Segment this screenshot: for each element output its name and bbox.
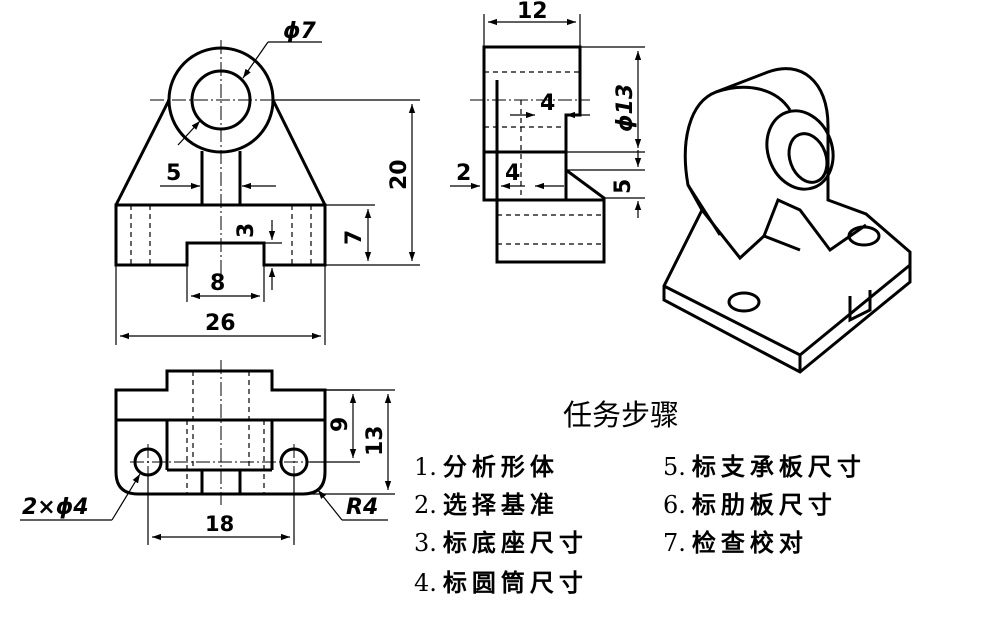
step-3: 3.标底座尺寸 [414,523,588,558]
dim-4-top: 4 [540,91,555,116]
dim-13: 13 [363,425,388,456]
step-text: 检查校对 [691,529,808,557]
dim-holes: 2×ϕ4 [22,495,89,520]
step-text: 标肋板尺寸 [691,491,837,519]
step-6: 6.标肋板尺寸 [663,485,837,520]
dim-9: 9 [328,417,353,432]
step-number: 1. [414,453,437,481]
dim-3: 3 [234,223,259,238]
dim-26: 26 [205,311,236,336]
side-view: 12 ϕ13 4 2 4 5 [450,0,645,264]
step-1: 1.分析形体 [414,447,559,482]
step-number: 4. [414,569,437,597]
dim-4-bottom: 4 [505,161,520,186]
step-text: 选择基准 [442,491,559,519]
task-title: 任务步骤 [563,398,680,432]
top-view: 9 13 18 2×ϕ4 R4 [20,360,395,545]
step-5: 5.标支承板尺寸 [663,447,866,482]
dim-7: 7 [342,230,367,245]
dim-2: 2 [456,161,471,186]
dim-20: 20 [387,159,412,190]
step-text: 标支承板尺寸 [691,453,866,481]
front-view: ϕ7 20 7 5 3 8 26 [114,19,420,345]
step-2: 2.选择基准 [414,485,559,520]
dim-phi13: ϕ13 [613,84,638,132]
dim-r4: R4 [346,495,378,520]
step-text: 标圆筒尺寸 [442,569,588,597]
step-7: 7.检查校对 [663,523,808,558]
step-number: 6. [663,491,686,519]
step-number: 2. [414,491,437,519]
isometric-view [662,67,912,374]
step-text: 分析形体 [442,453,559,481]
dim-18: 18 [205,512,234,536]
step-number: 5. [663,453,686,481]
dim-5-right: 5 [611,179,636,194]
step-number: 3. [414,529,437,557]
dim-12: 12 [517,0,548,24]
dim-phi7: ϕ7 [283,19,317,44]
step-text: 标底座尺寸 [442,529,588,557]
step-4: 4.标圆筒尺寸 [414,563,588,598]
dim-5: 5 [166,161,181,186]
dim-8: 8 [210,271,225,296]
step-number: 7. [663,529,686,557]
